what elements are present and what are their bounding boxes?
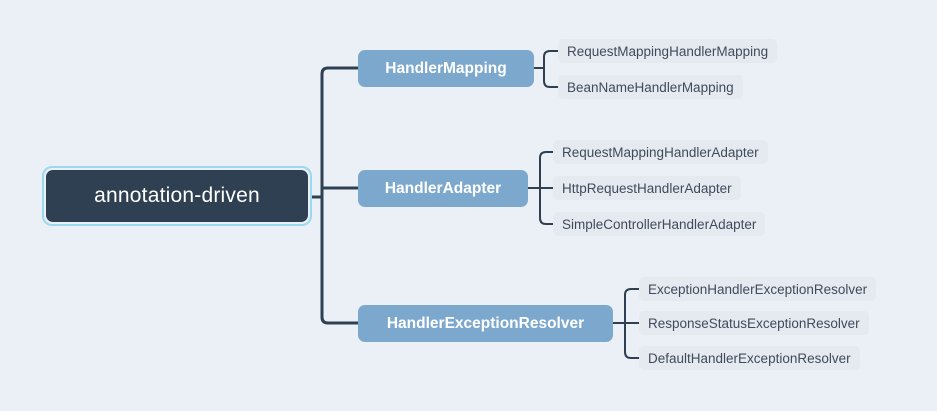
branch-node-handlermapping[interactable]: HandlerMapping <box>358 50 534 87</box>
leaf-node[interactable]: DefaultHandlerExceptionResolver <box>639 346 860 370</box>
branch-node-handleradapter[interactable]: HandlerAdapter <box>358 170 528 207</box>
leaf-node[interactable]: ExceptionHandlerExceptionResolver <box>639 277 877 301</box>
branch-node-handlerexceptionresolver[interactable]: HandlerExceptionResolver <box>358 305 613 342</box>
leaf-node[interactable]: RequestMappingHandlerMapping <box>558 39 778 63</box>
child-edge-ha-3 <box>539 187 554 225</box>
leaf-node[interactable]: ResponseStatusExceptionResolver <box>639 311 869 335</box>
child-edge-hm-1 <box>543 50 559 69</box>
child-edge-her-3 <box>624 322 640 359</box>
root-node[interactable]: annotation-driven <box>42 166 312 226</box>
child-edge-her-1 <box>624 288 640 324</box>
leaf-node[interactable]: SimpleControllerHandlerAdapter <box>553 212 766 236</box>
trunk-edge-to-handlerexceptionresolver <box>320 195 360 325</box>
leaf-node[interactable]: BeanNameHandlerMapping <box>558 75 743 99</box>
trunk-edge-to-handlermapping <box>320 66 360 199</box>
child-edge-ha-1 <box>539 151 554 189</box>
leaf-node[interactable]: RequestMappingHandlerAdapter <box>553 140 768 164</box>
child-edge-hm-2 <box>543 67 559 88</box>
root-node-label: annotation-driven <box>46 170 308 222</box>
leaf-node[interactable]: HttpRequestHandlerAdapter <box>553 176 741 200</box>
